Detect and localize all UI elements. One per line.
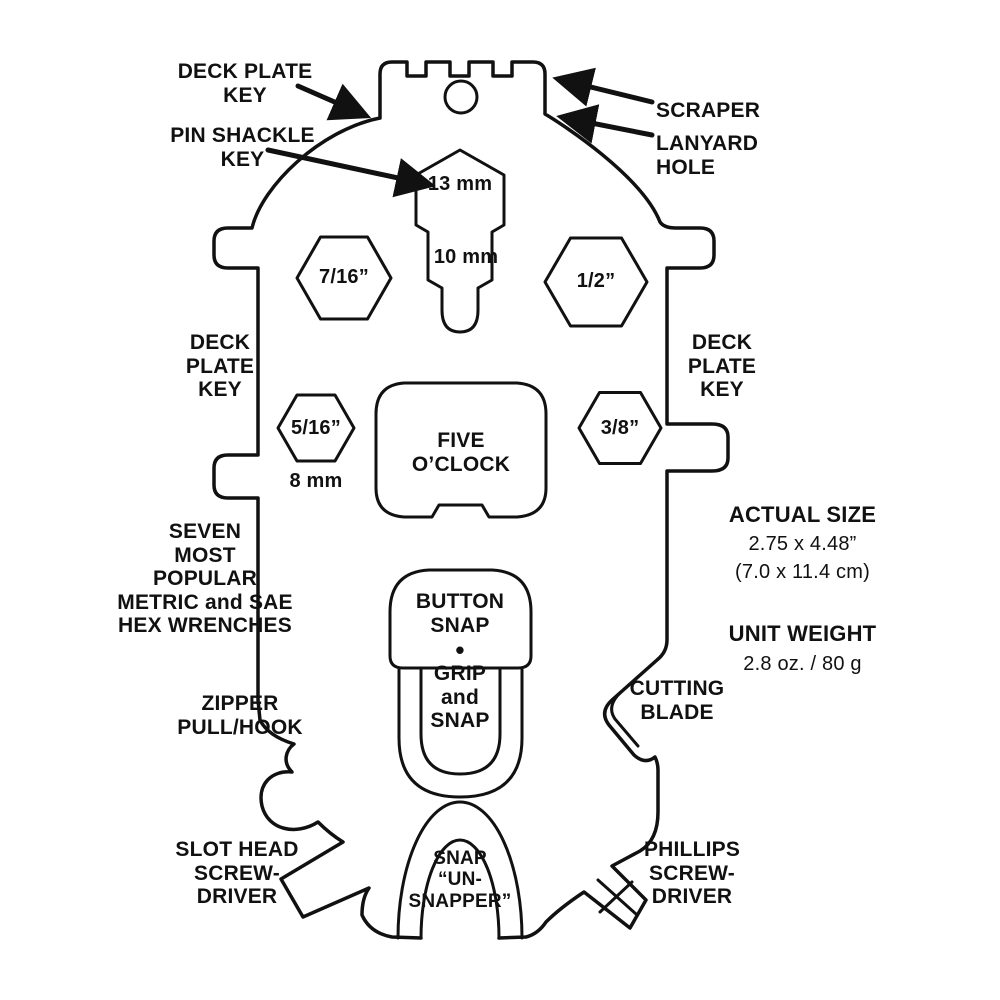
label-five-oclock: FIVE O’CLOCK (411, 429, 511, 476)
label-8mm: 8 mm (289, 470, 343, 492)
label-grip-and-snap: GRIP and SNAP (430, 662, 490, 733)
snap-unsnapper-inner-arch (419, 838, 501, 940)
grip-snap-outer-cutout (397, 666, 524, 799)
grip-snap-inner-cutout (419, 666, 502, 776)
callout-pin-shackle-key: PIN SHACKLE KEY (170, 124, 315, 171)
label-hex-3-8: 3/8” (600, 417, 640, 439)
hex-7-16-cutout (295, 235, 393, 321)
unit-weight-value: 2.8 oz. / 80 g (743, 653, 862, 675)
callout-scraper: SCRAPER (656, 99, 761, 122)
hex-3-8-cutout (577, 391, 663, 465)
callout-deck-plate-key-right: DECK PLATE KEY (687, 331, 757, 402)
snap-stud-dot: • (455, 635, 465, 665)
label-13mm: 13 mm (427, 173, 493, 195)
actual-size-cm: (7.0 x 11.4 cm) (735, 561, 870, 583)
arrow-deck-plate-key (295, 83, 372, 121)
label-hex-5-16: 5/16” (291, 417, 341, 439)
five-oclock-cutout (374, 381, 548, 519)
actual-size-title: ACTUAL SIZE (728, 502, 877, 527)
callout-deck-plate-key-top: DECK PLATE KEY (177, 60, 313, 107)
pin-shackle-cutout (414, 148, 506, 334)
actual-size-inches: 2.75 x 4.48” (748, 533, 857, 555)
callout-zipper-pull: ZIPPER PULL/HOOK (177, 692, 303, 739)
hex-1-2-cutout (543, 236, 649, 328)
unit-weight-title: UNIT WEIGHT (728, 621, 877, 646)
label-hex-1-2: 1/2” (576, 270, 616, 292)
callout-cutting-blade: CUTTING BLADE (629, 677, 725, 724)
callout-slot-head-screwdriver: SLOT HEAD SCREW- DRIVER (175, 838, 299, 909)
arrow-scraper (552, 67, 655, 107)
callout-deck-plate-key-left: DECK PLATE KEY (185, 331, 255, 402)
tool-outline-path (212, 60, 730, 940)
note-seven-wrenches: SEVEN MOST POPULAR METRIC and SAE HEX WR… (117, 520, 293, 638)
arrow-pin-shackle-key (265, 147, 436, 198)
callout-phillips-screwdriver: PHILLIPS SCREW- DRIVER (643, 838, 741, 909)
label-button-snap: BUTTON SNAP (415, 590, 505, 637)
label-hex-7-16: 7/16” (319, 266, 369, 288)
arrow-lanyard-hole (556, 104, 655, 144)
snap-unsnapper-outer-arch (396, 800, 524, 940)
label-snap-unsnapper: SNAP “UN- SNAPPER” (408, 848, 512, 912)
hex-5-16-cutout (276, 393, 356, 463)
phillips-cross-line-2 (598, 880, 634, 914)
label-10mm: 10 mm (433, 246, 499, 268)
callout-lanyard-hole: LANYARD HOLE (656, 132, 759, 179)
cutting-blade-edge (610, 690, 640, 748)
lanyard-hole-cutout (443, 79, 479, 115)
